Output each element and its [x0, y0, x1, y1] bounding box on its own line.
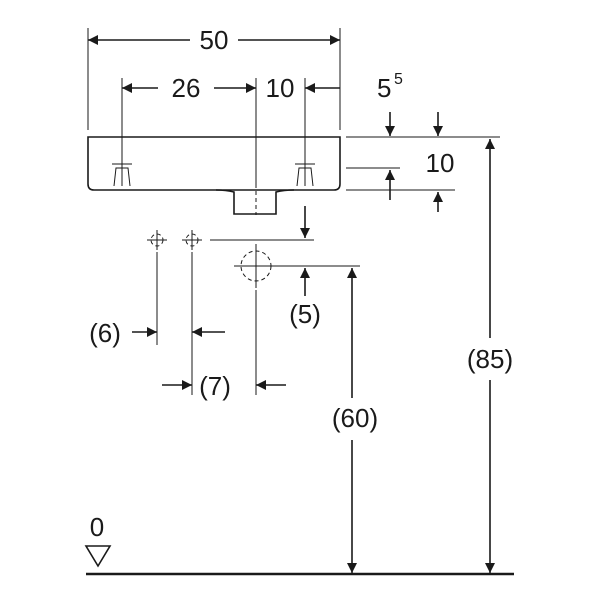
floor-reference: 0 — [84, 512, 514, 576]
waste-connection-icon — [234, 244, 278, 288]
floor-level-label: 0 — [90, 512, 104, 542]
tap-position-dimensions: 26 10 — [121, 73, 340, 185]
basin-height-label: 10 — [426, 148, 455, 178]
left-tap-offset-label: 26 — [172, 73, 201, 103]
supply-offset-label: (5) — [289, 299, 321, 329]
floor-level-triangle-icon — [84, 545, 112, 568]
right-supply-crosshair-icon — [182, 230, 202, 250]
rim-offset-dimension: 5 5 — [346, 71, 500, 138]
basin-outline — [87, 128, 341, 215]
supply-points: (5) — [147, 206, 360, 329]
left-tap-hole-icon — [112, 156, 132, 187]
rim-offset-superscript: 5 — [394, 71, 403, 88]
supply-height-dimension: (60) — [332, 268, 378, 573]
supply-height-label: (60) — [332, 403, 378, 433]
left-supply-crosshair-icon — [147, 230, 167, 250]
supply-spacing-dimensions: (6) (7) — [89, 252, 286, 401]
rim-height-dimension: (85) — [467, 139, 513, 573]
right-supply-offset-label: (7) — [199, 371, 231, 401]
right-tap-hole-icon — [295, 156, 315, 187]
basin-height-dimension: 10 — [346, 148, 455, 212]
rim-height-label: (85) — [467, 344, 513, 374]
left-supply-offset-label: (6) — [89, 318, 121, 348]
overall-width-label: 50 — [200, 25, 229, 55]
tap-spacing-label: 10 — [266, 73, 295, 103]
rim-offset-label: 5 — [377, 73, 391, 103]
overall-width-dimension: 50 — [87, 25, 341, 130]
